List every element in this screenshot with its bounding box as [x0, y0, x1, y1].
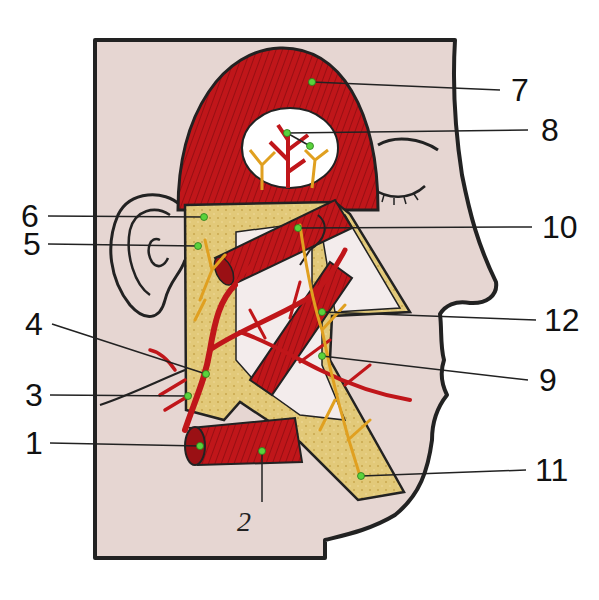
- callout-number: 10: [542, 211, 578, 243]
- callout-number: 9: [539, 364, 557, 396]
- callout-number: 8: [541, 114, 559, 146]
- callout-number: 5: [23, 228, 41, 260]
- callout-number: 1: [25, 427, 43, 459]
- callout-number: 7: [511, 74, 529, 106]
- callout-number: 11: [535, 454, 568, 486]
- callout-number: 4: [25, 308, 43, 340]
- callout-number: 12: [544, 304, 580, 336]
- callout-number: 3: [25, 379, 43, 411]
- callout-number: 2: [237, 508, 251, 536]
